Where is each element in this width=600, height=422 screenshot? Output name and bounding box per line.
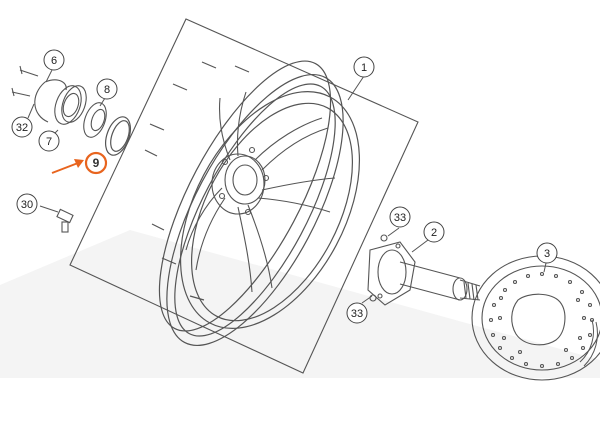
callout-1: 1: [353, 56, 375, 78]
callout-1-label: 1: [361, 62, 367, 74]
highlight-arrow: [51, 159, 84, 174]
callout-8: 8: [96, 78, 118, 100]
callout-6-label: 6: [51, 55, 57, 67]
callout-3-label: 3: [544, 248, 550, 260]
background-plane: [0, 230, 600, 378]
callout-2: 2: [423, 221, 445, 243]
valve-part: [56, 208, 74, 233]
leader-line-30: [39, 205, 59, 213]
leader-line-6: [45, 69, 53, 83]
leader-line-3: [543, 262, 547, 273]
leader-line-1: [347, 75, 365, 101]
callout-32: 32: [11, 116, 33, 138]
callout-9: 9: [84, 151, 108, 175]
callout-9-label: 9: [93, 156, 100, 170]
callout-33-top-label: 33: [394, 212, 406, 224]
callout-32-label: 32: [16, 122, 28, 134]
leader-line-33b: [361, 295, 373, 304]
callout-3: 3: [536, 242, 558, 264]
callout-8-label: 8: [104, 84, 110, 96]
spacer-ring-part: [83, 102, 107, 138]
leader-line-2: [411, 239, 429, 253]
callout-7: 7: [38, 130, 60, 152]
shaft-seal-part: [105, 116, 131, 156]
wheel-spokes: [185, 91, 336, 293]
callout-30-label: 30: [21, 199, 33, 211]
bearing-part: [54, 85, 87, 125]
callout-7-label: 7: [46, 136, 52, 148]
callout-33-bottom: 33: [346, 302, 368, 324]
leader-line-32: [27, 103, 35, 119]
tone-ring-part: [579, 319, 598, 367]
hub-flange-part: [367, 234, 481, 306]
wheel-rim: [144, 60, 361, 347]
rim-assembly-frame: [69, 18, 419, 374]
leader-line-33a: [387, 227, 400, 237]
callout-2-label: 2: [431, 227, 437, 239]
callout-6: 6: [43, 49, 65, 71]
callout-33-top: 33: [389, 206, 411, 228]
leader-line-8: [99, 97, 106, 107]
callout-30: 30: [16, 193, 38, 215]
callout-33-bottom-label: 33: [351, 308, 363, 320]
